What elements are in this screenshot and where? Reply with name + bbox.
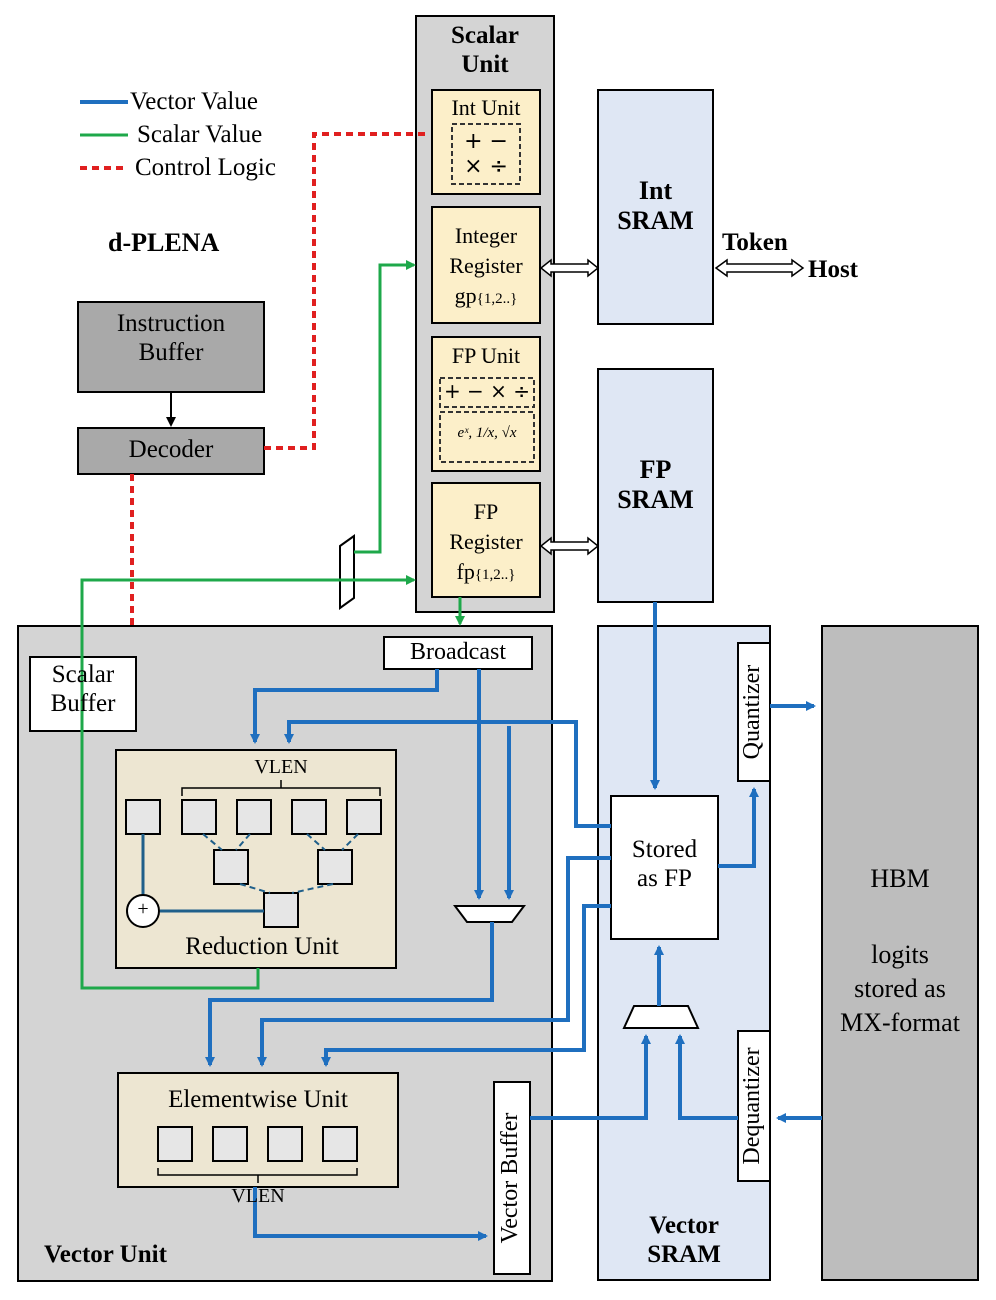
- reduction-cell: [291, 799, 327, 835]
- stored-as-fp-box: [610, 795, 719, 940]
- int-sram-box: [597, 89, 714, 325]
- vector-path-sram-to-elementwise-a: [257, 856, 611, 1067]
- reduction-cell: [125, 799, 161, 835]
- elementwise-cell: [157, 1126, 193, 1162]
- fp-basic-ops-box: [439, 377, 535, 408]
- fp-register-box: [431, 482, 541, 598]
- integer-register-box: [431, 206, 541, 324]
- elementwise-cell: [322, 1126, 358, 1162]
- legend-control-label: Control Logic: [135, 154, 276, 181]
- vector-unit-title: Vector Unit: [44, 1241, 167, 1268]
- fp-register-sram-link: [539, 536, 600, 556]
- broadcast-label: Broadcast: [410, 639, 506, 665]
- reduction-cell: [213, 849, 249, 885]
- dequantizer-label: Dequantizer: [739, 1047, 765, 1165]
- fp-basic-ops: + − × ÷: [443, 379, 531, 403]
- elementwise-unit-title: Elementwise Unit: [168, 1086, 348, 1113]
- scalar-mux: [339, 534, 355, 610]
- vector-path-elementwise-to-buffer: [253, 1187, 488, 1241]
- decoder-box: [77, 427, 265, 475]
- int-unit-ops: + −× ÷: [464, 129, 508, 179]
- control-path-decoder-to-int: [264, 132, 428, 450]
- vector-buffer-label: Vector Buffer: [497, 1112, 523, 1244]
- int-ops-box: [451, 123, 521, 185]
- vector-path-mux-to-elementwise: [205, 922, 494, 1067]
- vector-path-stored-to-quantizer: [718, 787, 759, 868]
- adder-symbol: +: [137, 898, 149, 920]
- reduction-vlen-label: VLEN: [254, 756, 308, 778]
- hbm-title: HBM: [870, 864, 930, 893]
- int-unit-title: Int Unit: [451, 95, 521, 120]
- reduction-cell: [181, 799, 217, 835]
- vector-sram-mux: [622, 1005, 700, 1029]
- reduction-vlen-brace: [181, 780, 381, 796]
- elementwise-vlen-brace: [157, 1168, 358, 1183]
- host-label: Host: [808, 256, 858, 283]
- vector-buffer-box: [493, 1081, 531, 1275]
- fp-unit-box: [431, 336, 541, 472]
- fp-register-label: FP Register fp{1,2..}: [449, 499, 523, 584]
- reduction-unit-title: Reduction Unit: [185, 933, 339, 960]
- vector-path-dequantizer-to-mux: [675, 1034, 738, 1120]
- elementwise-cell: [267, 1126, 303, 1162]
- scalar-path-mux-to-int-register: [354, 260, 416, 554]
- quantizer-label: Quantizer: [739, 664, 765, 760]
- broadcast-box: [383, 636, 533, 670]
- integer-register-label: Integer Register gp{1,2..}: [449, 223, 523, 308]
- vector-path-sram-to-reduction: [284, 720, 611, 828]
- int-unit-box: [431, 89, 541, 195]
- fp-special-ops: eˣ, 1/x, √x: [457, 425, 517, 441]
- vector-unit-mux: [453, 905, 526, 923]
- token-host-link: [714, 258, 805, 278]
- legend-scalar-label: Scalar Value: [137, 121, 263, 148]
- elementwise-cell: [212, 1126, 248, 1162]
- reduction-cell: [346, 799, 382, 835]
- vector-path-buffer-to-mux: [530, 1034, 651, 1120]
- elementwise-vlen-label: VLEN: [231, 1185, 285, 1207]
- hbm-box: [821, 625, 979, 1281]
- reduction-cell: [236, 799, 272, 835]
- token-label: Token: [722, 229, 788, 256]
- diagram-title: d-PLENA: [108, 228, 220, 257]
- decoder-label: Decoder: [128, 436, 214, 463]
- reduction-cell: [263, 892, 299, 928]
- instruction-buffer-box: [77, 301, 265, 393]
- fp-unit-title: FP Unit: [451, 343, 521, 368]
- adder-circle: [126, 894, 160, 928]
- scalar-path-reduction-to-register: [80, 575, 416, 990]
- int-register-sram-link: [539, 258, 600, 278]
- reduction-cell: [317, 849, 353, 885]
- vector-path-sram-to-elementwise-b: [321, 904, 611, 1067]
- legend-vector-label: Vector Value: [130, 88, 258, 115]
- dequantizer-box: [737, 1030, 771, 1182]
- quantizer-box: [737, 642, 771, 782]
- vector-path-broadcast-to-reduction: [250, 669, 439, 744]
- fp-sram-box: [597, 368, 714, 603]
